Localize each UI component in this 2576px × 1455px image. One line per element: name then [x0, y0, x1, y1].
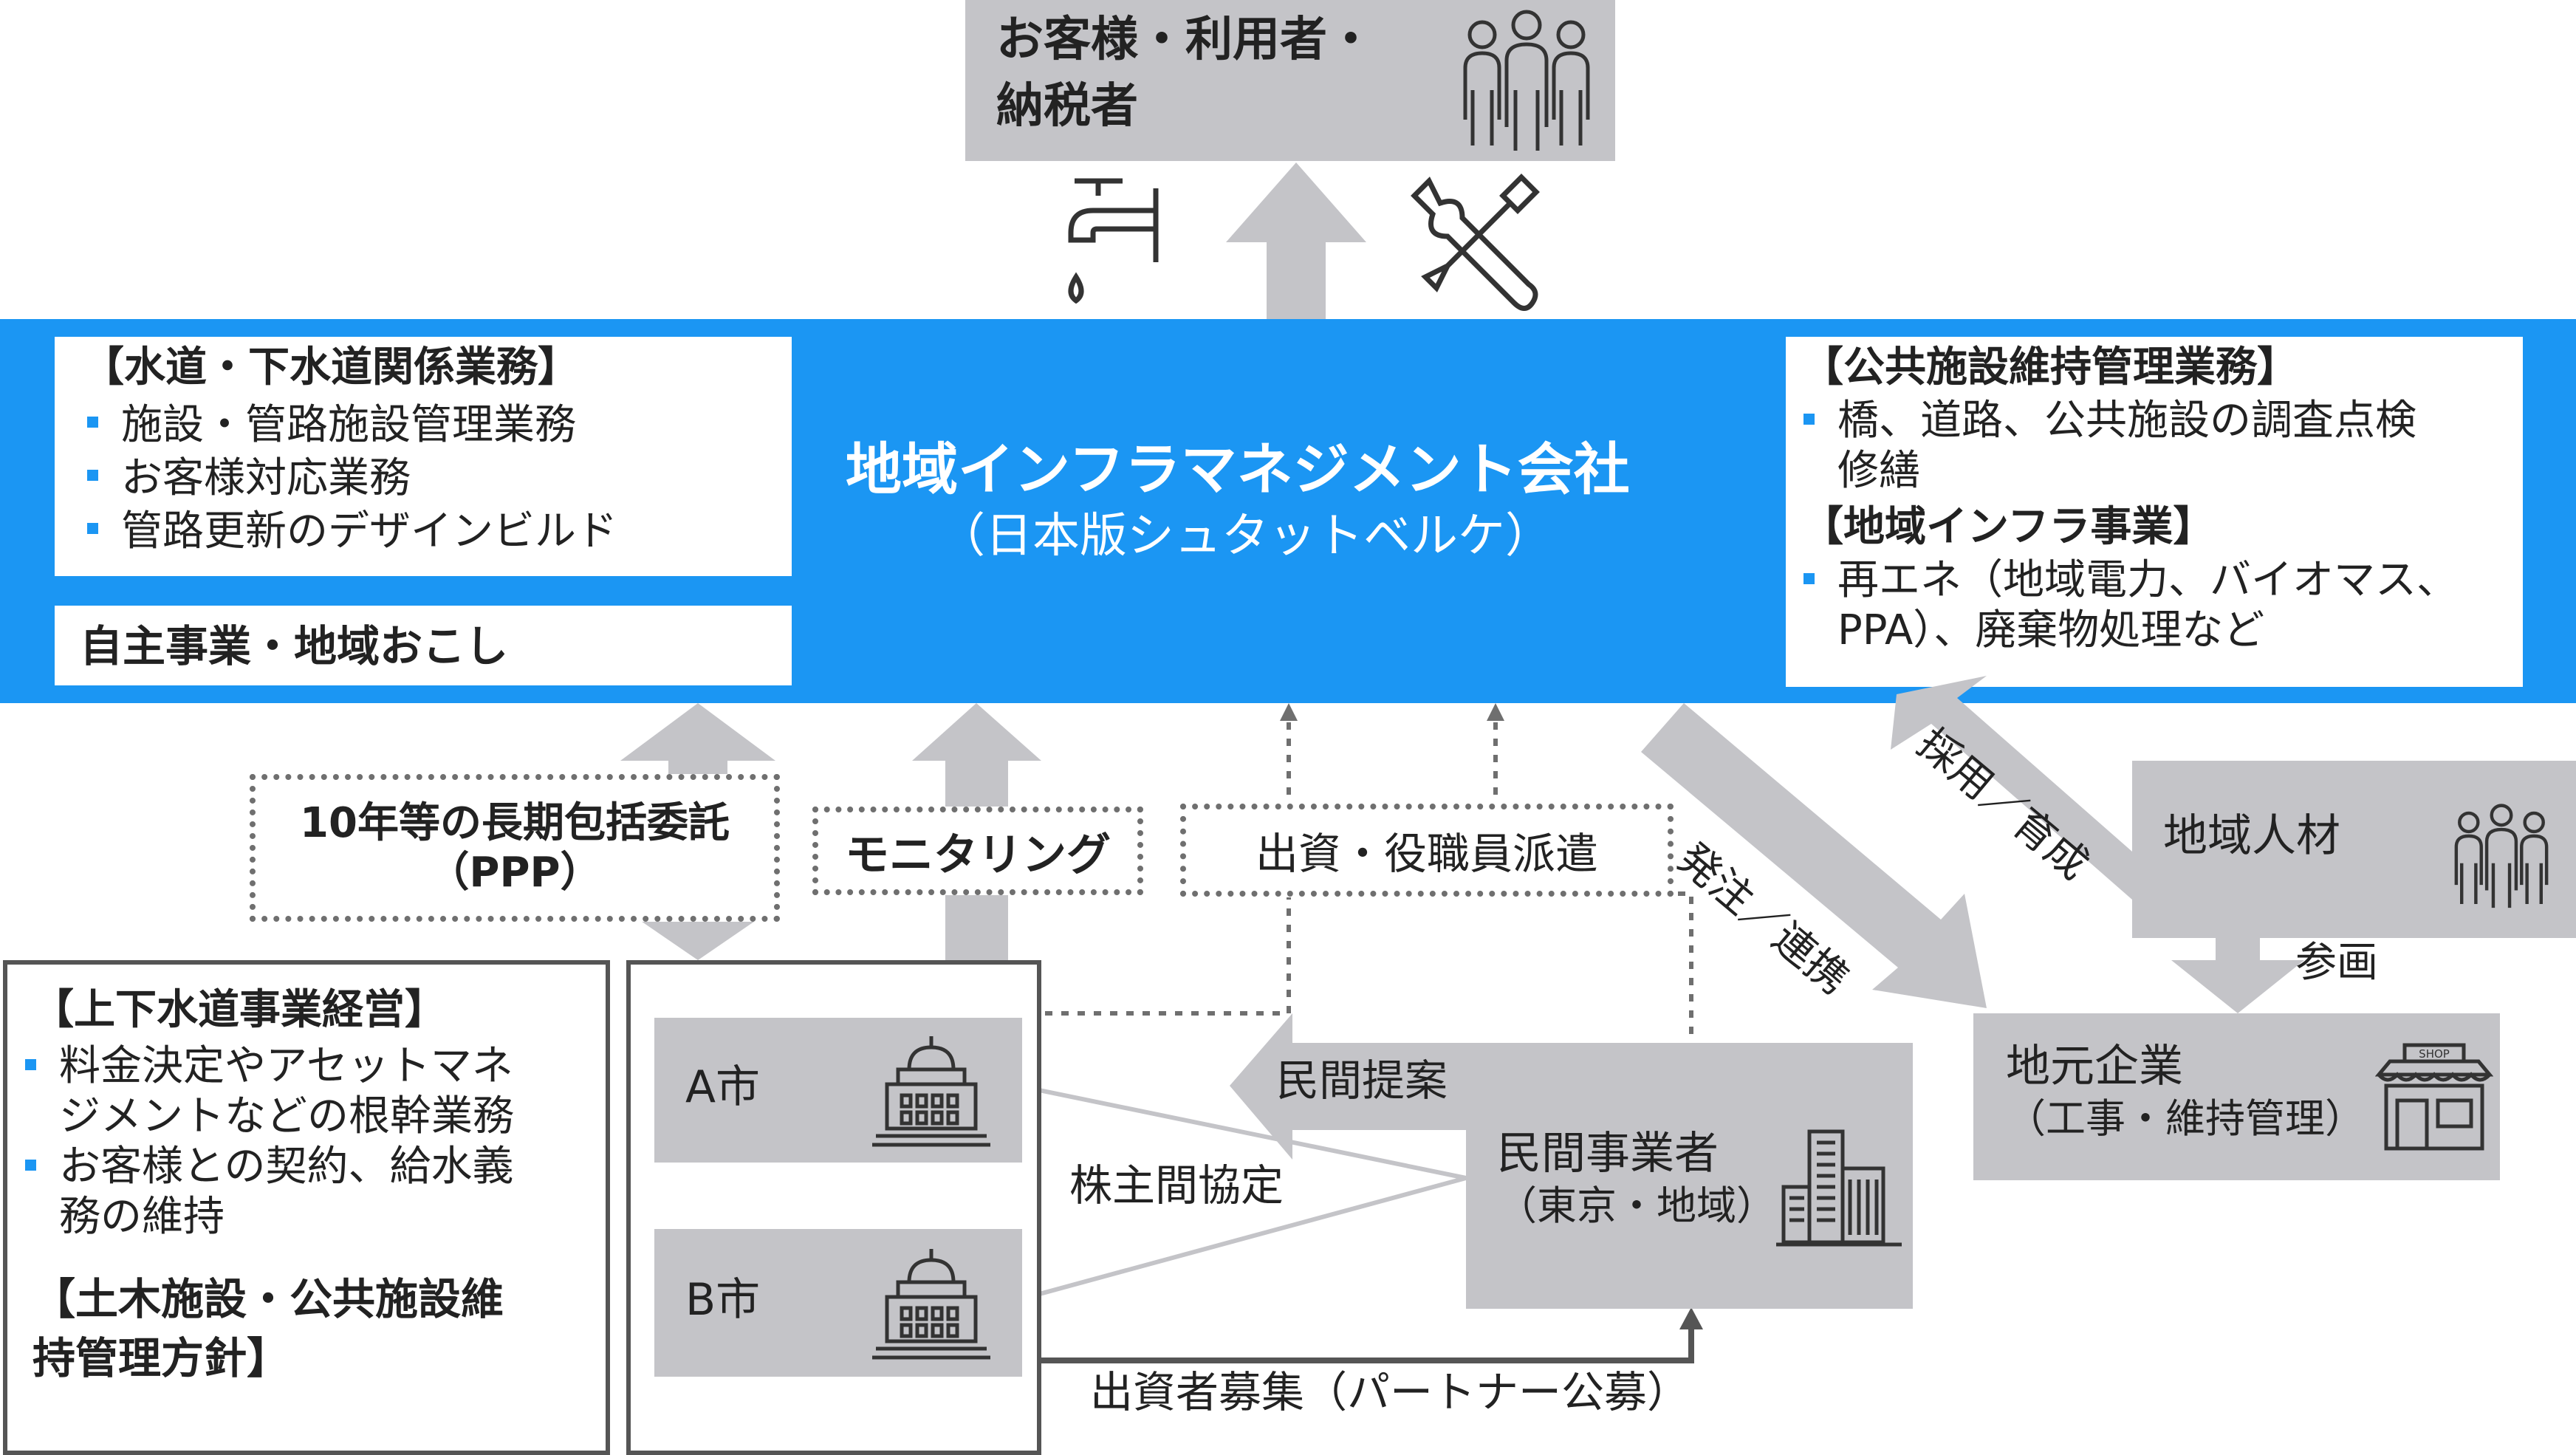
city-hall-icon — [872, 1036, 990, 1147]
water-service-item: 施設・管路施設管理業務 — [77, 399, 617, 452]
public-facilities-heading: 【公共施設維持管理業務】 — [1802, 343, 2298, 391]
shareholders-agreement-label: 株主間協定 — [1069, 1160, 1284, 1211]
svg-text:SHOP: SHOP — [2419, 1047, 2450, 1061]
ppp-label-box: 10年等の長期包括委託 （PPP） — [250, 774, 780, 922]
independent-business-panel: 自主事業・地域おこし — [55, 606, 792, 685]
shop-icon: SHOP — [2375, 1043, 2493, 1151]
customer-title-line2: 納税者 — [996, 79, 1138, 134]
city-a-label: A市 — [685, 1061, 761, 1113]
order-cooperation-label: 発注／連携 — [1668, 834, 1858, 1004]
public-facilities-item-line2: 修繕 — [1837, 447, 1920, 495]
local-company-sub: （工事・維持管理） — [2006, 1095, 2365, 1142]
faucet-icon — [1068, 178, 1159, 304]
public-facilities-item: 橋、道路、公共施設の調査点検 修繕 — [1793, 396, 2416, 496]
private-company-sub: （東京・地域） — [1497, 1182, 1776, 1229]
ppp-label-line2: （PPP） — [428, 849, 602, 897]
municipal-heading-2-line1: 【土木施設・公共施設維 — [32, 1274, 504, 1324]
independent-business-label: 自主事業・地域おこし — [80, 621, 509, 671]
local-talent-box: 地域人材 — [2132, 761, 2576, 938]
local-infra-item: 再エネ（地域電力、バイオマス、 PPA）、廃棄物処理など — [1793, 555, 2458, 656]
tools-icon — [1411, 174, 1540, 311]
hiring-training-label: 採用／育成 — [1908, 719, 2098, 890]
investment-label: 出資・役職員派遣 — [1255, 829, 1598, 879]
people-icon — [1463, 10, 1590, 151]
infra-company-subtitle: （日本版シュタットベルケ） — [938, 509, 1552, 564]
municipal-item-line: ジメントなどの根幹業務 — [59, 1092, 514, 1140]
local-infra-heading: 【地域インフラ事業】 — [1802, 503, 2215, 551]
municipal-role-box: 【上下水道事業経営】 料金決定やアセットマネ ジメントなどの根幹業務 お客様との… — [3, 960, 610, 1455]
monitoring-label: モニタリング — [845, 829, 1111, 881]
city-a-box: A市 — [654, 1018, 1022, 1163]
monitoring-label-box: モニタリング — [812, 807, 1143, 895]
local-talent-label: 地域人材 — [2163, 810, 2340, 862]
water-service-item: お客様対応業務 — [77, 452, 617, 505]
local-infra-item-line2: PPA）、廃棄物処理など — [1837, 606, 2265, 654]
customer-title-line1: お客様・利用者・ — [996, 13, 1374, 67]
city-b-box: B市 — [654, 1229, 1022, 1377]
partner-recruitment-label: 出資者募集（パートナー公募） — [1090, 1367, 1690, 1417]
private-company-box: 民間事業者 （東京・地域） — [1466, 1043, 1913, 1309]
customer-box: お客様・利用者・ 納税者 — [965, 0, 1615, 161]
local-infra-item-line1: 再エネ（地域電力、バイオマス、 — [1837, 556, 2458, 604]
local-company-box: 地元企業 （工事・維持管理） SHOP — [1973, 1013, 2500, 1180]
private-company-name: 民間事業者 — [1497, 1128, 1719, 1180]
municipal-heading-2-line2: 持管理方針】 — [32, 1333, 290, 1383]
office-building-icon — [1776, 1129, 1902, 1247]
municipal-item: 料金決定やアセットマネ ジメントなどの根幹業務 — [15, 1041, 514, 1142]
participation-label: 参画 — [2295, 939, 2378, 987]
municipal-item: お客様との契約、給水義 務の維持 — [15, 1142, 514, 1242]
municipal-item-line: お客様との契約、給水義 — [59, 1143, 514, 1191]
city-b-label: B市 — [685, 1274, 761, 1326]
water-services-panel: 【水道・下水道関係業務】 施設・管路施設管理業務 お客様対応業務 管路更新のデザ… — [55, 337, 792, 576]
city-hall-icon — [872, 1249, 990, 1360]
public-facilities-item-line1: 橋、道路、公共施設の調査点検 — [1837, 397, 2416, 445]
investment-label-box: 出資・役職員派遣 — [1180, 804, 1674, 897]
private-proposal-label: 民間提案 — [1276, 1055, 1448, 1106]
water-services-heading: 【水道・下水道関係業務】 — [83, 343, 579, 391]
municipal-item-line: 務の維持 — [59, 1193, 225, 1241]
public-facilities-panel: 【公共施設維持管理業務】 橋、道路、公共施設の調査点検 修繕 【地域インフラ事業… — [1786, 337, 2523, 687]
infra-company-title: 地域インフラマネジメント会社 — [846, 437, 1630, 502]
water-service-item: 管路更新のデザインビルド — [77, 505, 617, 558]
cities-group: A市 B市 — [626, 960, 1041, 1455]
people-icon — [2454, 804, 2549, 908]
ppp-label-line1: 10年等の長期包括委託 — [300, 798, 730, 847]
municipal-item-line: 料金決定やアセットマネ — [59, 1042, 513, 1090]
local-company-name: 地元企業 — [2006, 1041, 2183, 1092]
municipal-heading-1: 【上下水道事業経営】 — [32, 986, 446, 1034]
